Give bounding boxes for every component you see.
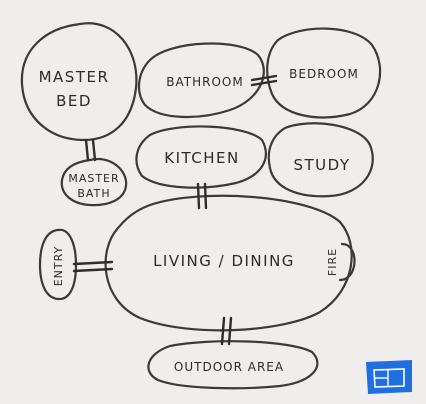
master-bed-label-2: BED xyxy=(56,92,92,110)
entry-label: ENTRY xyxy=(52,246,65,287)
master-bed-bubble xyxy=(20,22,138,142)
entry-bubble xyxy=(38,228,78,301)
connector-bathroom-bedroom xyxy=(250,74,278,87)
master-bed-label-1: MASTER xyxy=(39,68,110,86)
outdoor-area-bubble xyxy=(147,340,319,390)
bathroom-label: BATHROOM xyxy=(166,75,243,89)
master-bath-label-2: BATH xyxy=(77,187,110,200)
study-bubble xyxy=(267,122,374,198)
connector-entry-living xyxy=(72,260,114,273)
living-dining-label: LIVING / DINING xyxy=(153,252,295,270)
master-bath-label-1: MASTER xyxy=(68,172,119,185)
fireplace-bubble xyxy=(338,242,356,282)
living-dining-bubble xyxy=(104,194,353,332)
kitchen-bubble xyxy=(135,125,267,189)
kitchen-label: KITCHEN xyxy=(164,149,240,167)
bathroom-bubble xyxy=(137,42,265,118)
floorplan-logo-icon xyxy=(366,360,412,394)
connector-living-outdoor xyxy=(220,316,233,346)
outdoor-area-label: OUTDOOR AREA xyxy=(174,360,284,374)
connector-kitchen-living xyxy=(196,182,208,210)
master-bath-bubble xyxy=(60,157,128,207)
bedroom-bubble xyxy=(266,27,382,119)
bedroom-label: BEDROOM xyxy=(289,67,359,81)
study-label: STUDY xyxy=(293,156,350,174)
connector-masterbed-masterbath xyxy=(84,138,97,162)
fire-label: FIRE xyxy=(326,248,339,276)
